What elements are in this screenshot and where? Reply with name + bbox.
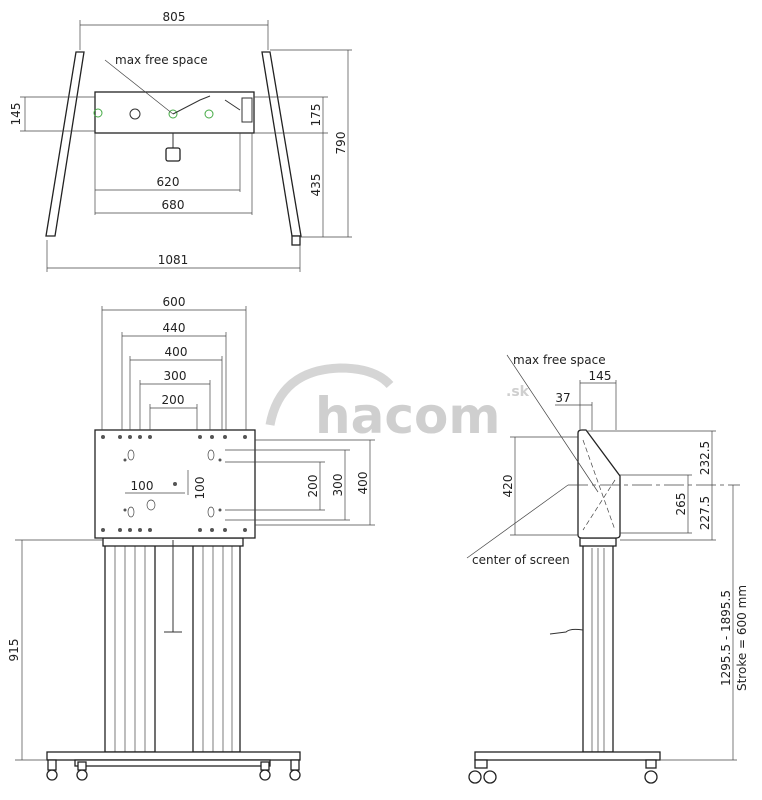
casters-front [46, 759, 301, 781]
dim-440: 440 [163, 321, 186, 335]
left-column [104, 539, 156, 753]
dim-side-232-5: 232.5 [698, 441, 712, 475]
dim-680: 680 [162, 198, 185, 212]
side-plate [577, 429, 621, 539]
front-view: 600 440 400 300 200 400 300 200 100 100 … [7, 295, 375, 781]
top-view: max free space 805 790 175 435 145 620 6… [9, 10, 352, 272]
base-bar [74, 759, 271, 767]
dim-915: 915 [7, 639, 21, 662]
dim-790: 790 [334, 132, 348, 155]
hole [204, 109, 214, 119]
dim-175: 175 [309, 104, 323, 127]
label-max-free-space-top: max free space [115, 53, 208, 67]
hole [168, 109, 178, 119]
hole [93, 108, 103, 118]
dim-300: 300 [164, 369, 187, 383]
label-center-of-screen: center of screen [472, 553, 570, 567]
dim-145: 145 [9, 103, 23, 126]
dim-200: 200 [162, 393, 185, 407]
dim-1081: 1081 [158, 253, 189, 267]
dim-side-420: 420 [501, 475, 515, 498]
internal-part [172, 95, 241, 115]
label-max-free-space-side: max free space [513, 353, 606, 367]
casters-side [468, 759, 658, 784]
right-leg [261, 51, 302, 237]
side-base [474, 751, 661, 761]
dim-400: 400 [165, 345, 188, 359]
caster-top [291, 235, 301, 246]
dim-h200: 200 [306, 475, 320, 498]
dim-600: 600 [163, 295, 186, 309]
dim-side-145: 145 [589, 369, 612, 383]
dim-h100: 100 [193, 477, 207, 500]
side-view: max free space center of screen 145 37 4… [466, 353, 749, 784]
side-cable [549, 628, 584, 635]
watermark-brand: hacom [315, 387, 500, 445]
dim-w100: 100 [131, 479, 154, 493]
side-column-top [579, 537, 617, 547]
dim-435: 435 [309, 174, 323, 197]
dim-side-227-5: 227.5 [698, 496, 712, 530]
left-leg [45, 51, 85, 237]
watermark-tld: .sk [506, 384, 530, 400]
dim-height-range: 1295.5 - 1895.5 [719, 590, 733, 686]
column-box [94, 91, 255, 134]
watermark-logo: hacom .sk [265, 363, 530, 445]
right-column [192, 539, 241, 753]
motor [241, 97, 253, 123]
control-handset [165, 147, 181, 162]
dim-h300: 300 [331, 474, 345, 497]
dim-side-265: 265 [674, 493, 688, 516]
dim-stroke: Stroke = 600 mm [735, 585, 749, 691]
hole [129, 108, 141, 120]
dim-620: 620 [157, 175, 180, 189]
dim-side-37: 37 [555, 391, 570, 405]
dim-h400: 400 [356, 472, 370, 495]
base-frame [46, 751, 301, 761]
dim-805: 805 [163, 10, 186, 24]
